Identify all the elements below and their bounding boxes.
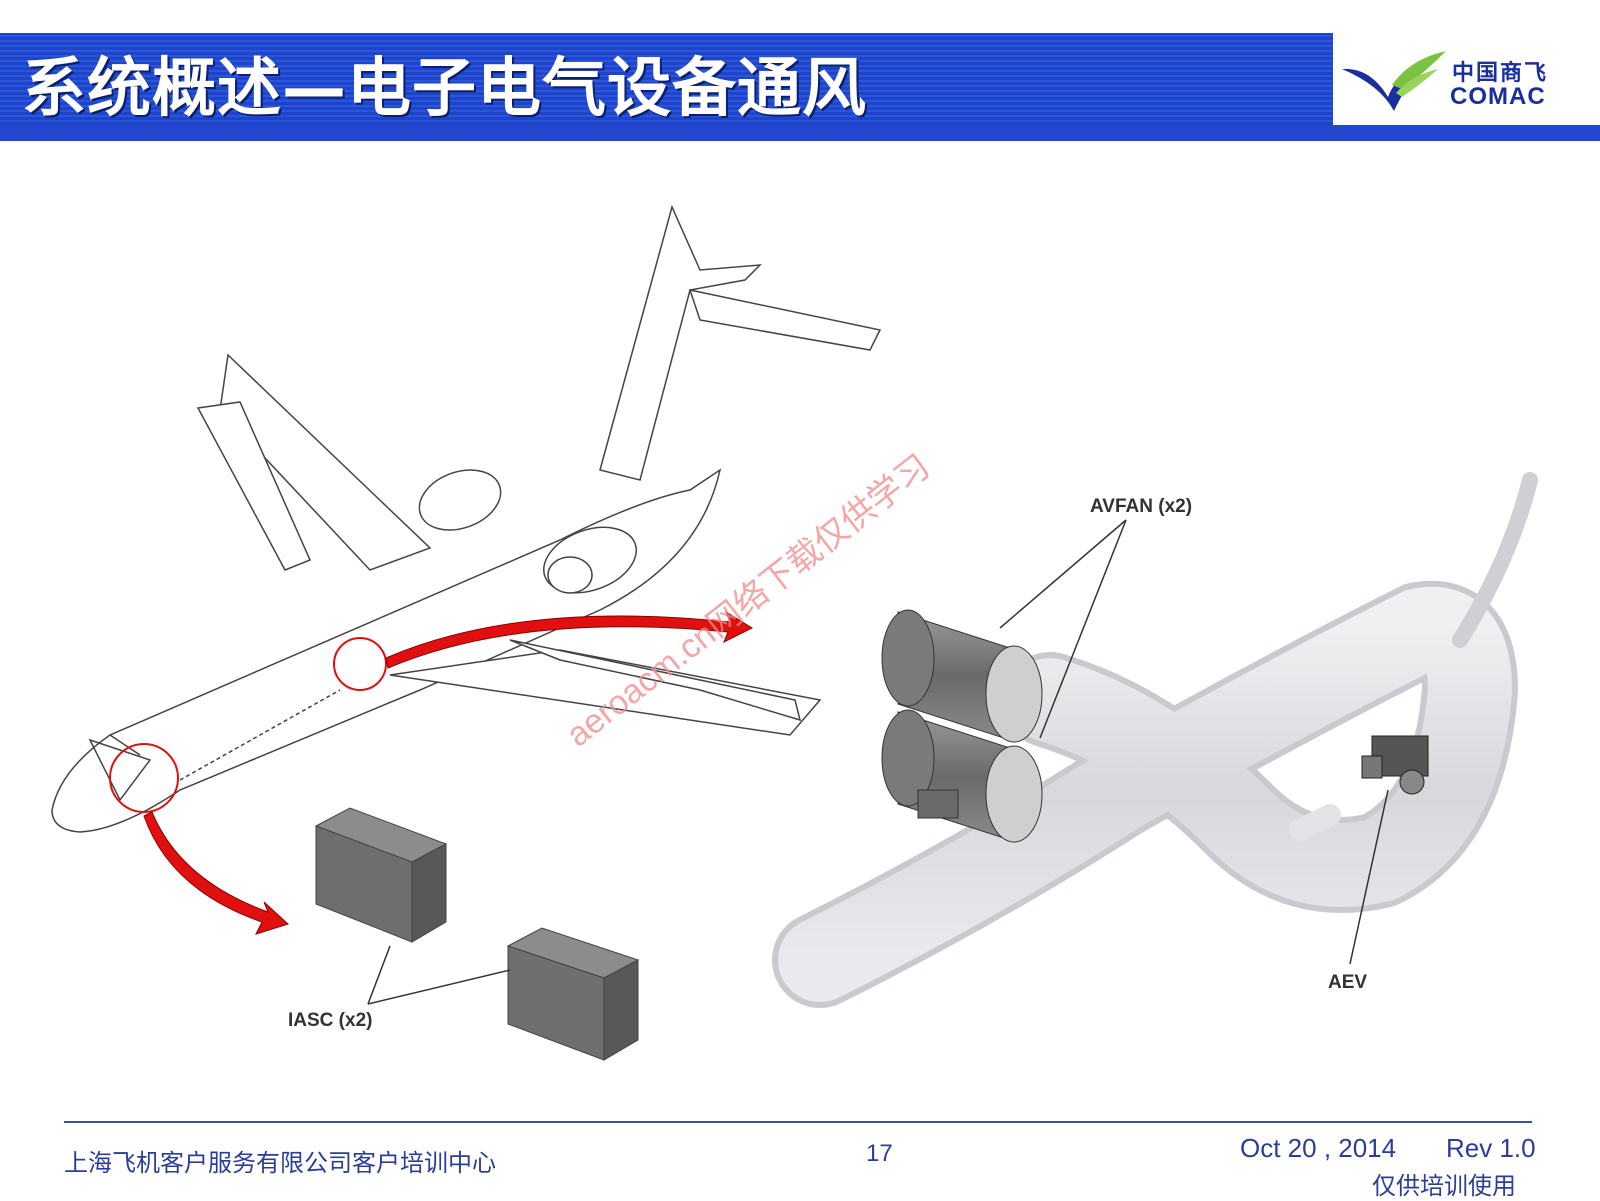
iasc-unit-1 xyxy=(314,807,448,943)
page-number: 17 xyxy=(866,1140,893,1167)
aev-label: AEV xyxy=(1328,972,1367,993)
aev-leader-line xyxy=(1349,789,1389,965)
comac-logo-icon xyxy=(1342,51,1446,111)
title-bar: 系统概述—电子电气设备通风 xyxy=(0,33,1333,126)
footer-organization: 上海飞机客户服务有限公司客户培训中心 xyxy=(64,1149,496,1177)
comac-logo: 中国商飞 COMAC xyxy=(1340,45,1580,121)
iasc-leader-lines xyxy=(367,945,511,1005)
avfan-leader-lines xyxy=(999,519,1127,739)
footer-revision: Rev 1.0 xyxy=(1446,1133,1536,1163)
page-title: 系统概述—电子电气设备通风 xyxy=(22,52,867,126)
footer-usage-note: 仅供培训使用 xyxy=(1372,1172,1516,1200)
duct-assembly xyxy=(772,472,1538,1008)
aircraft-illustration xyxy=(51,204,882,833)
aev-valve xyxy=(1361,735,1429,795)
avfan-unit-1 xyxy=(881,609,1043,743)
arrow-to-fans xyxy=(385,610,754,669)
logo-chinese-text: 中国商飞 xyxy=(1452,61,1549,86)
avfan-unit-2 xyxy=(881,709,1043,843)
aft-ee-bay-highlight xyxy=(333,637,387,691)
ventilation-diagram: IASC (x2) AVFAN (x2) AEV aeroacm.cn网络下载仅… xyxy=(51,204,1538,1061)
arrow-to-iasc xyxy=(143,811,289,935)
forward-ee-bay-highlight xyxy=(109,743,179,813)
avfan-label: AVFAN (x2) xyxy=(1090,496,1192,517)
iasc-label: IASC (x2) xyxy=(288,1010,372,1031)
logo-english-text: COMAC xyxy=(1450,83,1546,110)
footer-date: Oct 20 , 2014 xyxy=(1240,1133,1397,1163)
iasc-unit-2 xyxy=(506,927,640,1061)
footer-rule xyxy=(64,1121,1532,1123)
header-rule xyxy=(0,125,1600,141)
